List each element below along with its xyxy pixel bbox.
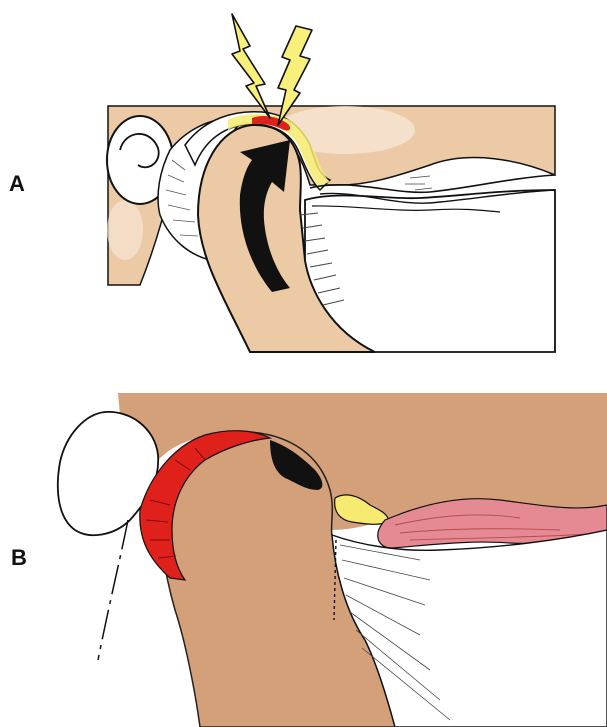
panel-b-illustration bbox=[58, 393, 607, 727]
lightning-bolt-icon bbox=[232, 14, 270, 118]
lateral-pterygoid-muscle bbox=[305, 190, 555, 352]
panel-a-illustration bbox=[107, 14, 555, 352]
